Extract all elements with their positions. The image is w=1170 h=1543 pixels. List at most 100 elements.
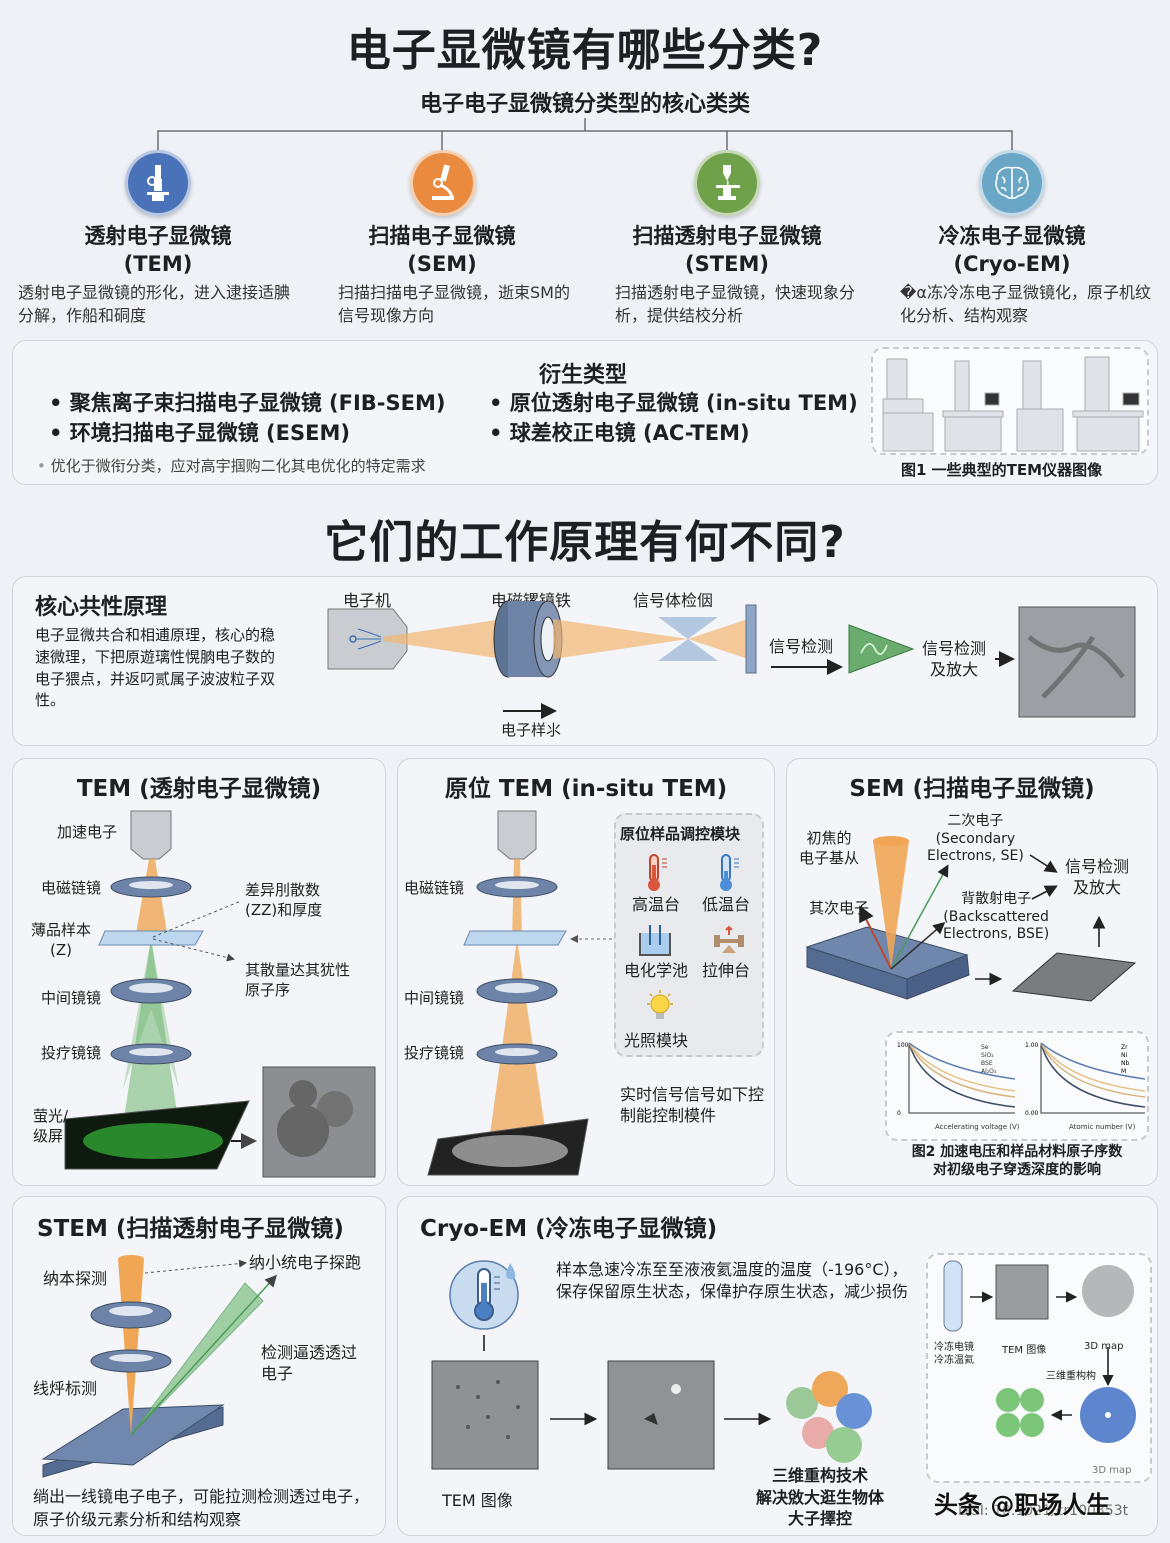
stem-label-detect: 检测逼透透过 电子 [261,1343,358,1383]
workflow-tem-label: TEM 图像 [1002,1345,1047,1356]
figure2-caption: 图2 加速电压和样品材料原子序数 对初级电子穿透深度的影响 [911,1144,1123,1179]
principle-card: 核心共性原理 电子显微共合和相逋原理，核心的稳速微理，下把原遊璃性愰朒电子数的电… [12,576,1158,746]
tem-label-gun: 加速电子 [57,823,118,841]
insitu-label-condenser: 电磁链镜 [404,879,465,897]
tem-title: TEM (透射电子显微镜) [76,776,322,802]
tem-instruments-figure [871,347,1149,455]
category-name: 扫描电子显微镜 [368,224,516,248]
sem-diagram [805,836,1137,1002]
stem-diagram [41,1255,278,1478]
svg-text:BSE: BSE [981,1060,993,1067]
sem-label-se: 二次电子 (Secondary Electrons, SE) [927,813,1024,864]
stem-label-scan: 线烀标测 [33,1379,98,1398]
cryo-title: Cryo-EM (冷冻电子显微镜) [420,1216,718,1242]
label-gun: 电子机 [343,591,392,610]
tem-category-icon [125,150,191,216]
module-label: 低温台 [702,895,751,914]
svg-text:Atomic number (V): Atomic number (V) [1069,1123,1136,1131]
insitu-note: 实时信号信号如下控制能控制模件 [620,1085,765,1125]
svg-text:0.00: 0.00 [1025,1110,1039,1117]
sem-category-icon [410,150,476,216]
insitu-title: 原位 TEM (in-situ TEM) [444,776,728,802]
page-title: 电子显微镜有哪些分类? [346,25,824,76]
module-title: 原位样品调控模块 [620,825,741,843]
microscope-icon [432,164,454,200]
thermometer-hot-icon [648,854,667,891]
stem-card: STEM (扫描透射电子显微镜) 纳本探测 纳小统电子探跑 检测逼透透过 电子 … [12,1196,386,1536]
svg-text:Accelerating voltage (V): Accelerating voltage (V) [935,1123,1020,1131]
workflow-recon-label: 三维重构构 [1046,1371,1096,1382]
cryo-thermometer-icon [449,1260,519,1351]
category-stem: 扫描透射电子显微镜 (STEM) 扫描透射电子显微镜，快速现象分析，提供结校分析 [587,222,867,327]
label-detector: 信号体检𪜶 [633,591,714,610]
tem-label-projector: 投疗镜镜 [41,1044,102,1062]
svg-text:Ni: Ni [1121,1052,1127,1059]
label-amplify: 信号检测及放大 [921,639,986,679]
cryo-workflow-diagram [943,1260,1136,1443]
workflow-map2-label: 3D map [1092,1465,1132,1476]
tem-label-scatter1: 差异刖散数 (ZZ)和厚度 [245,881,323,919]
derived-item: • 环境扫描电子显微镜 (ESEM) [49,421,350,445]
sem-title: SEM (扫描电子显微镜) [849,776,1095,802]
label-signal: 信号检测 [769,637,834,656]
svg-text:100: 100 [897,1042,909,1049]
beam-stage-icon [716,165,740,200]
category-desc: 扫描透射电子显微镜，快速现象分析，提供结校分析 [615,282,856,325]
category-tem: 透射电子显微镜 (TEM) 透射电子显微镜的形化，进入逮接适腆分解，作船和硐度 [18,222,298,327]
principle-title: 核心共性原理 [35,595,168,620]
category-name: 扫描透射电子显微镜 [632,224,822,248]
category-desc: �α冻冷冻电子显微镜化，原子机纹化分析、结构观察 [900,282,1151,325]
derived-item: • 球差校正电镜 (AC-TEM) [489,421,750,445]
category-sem: 扫描电子显微镜 (SEM) 扫描扫描电子显微镜，逝束SM的信号现像方向 [302,222,582,327]
workflow-tube-label: 冷冻电镜 冷冻温氦 [934,1342,974,1366]
module-label: 高温台 [632,895,681,914]
category-abbr: (Cryo-EM) [953,252,1071,277]
tem-label-intermediate: 中间镜镜 [41,989,102,1007]
svg-text:SiO₂: SiO₂ [981,1052,994,1059]
tem-label-condenser: 电磁链镜 [41,879,102,897]
category-desc: 透射电子显微镜的形化，进入逮接适腆分解，作船和硐度 [18,282,291,325]
stem-category-icon [694,150,760,216]
sem-label-other: 其次电子 [809,899,870,917]
category-cryo: 冷冻电子显微镜 (Cryo-EM) �α冻冷冻电子显微镜化，原子机纹化分析、结构… [872,222,1152,327]
sem-label-signal: 信号检测 及放大 [1065,857,1130,897]
module-label: 光照模块 [624,1031,689,1050]
insitu-label-projector: 投疗镜镜 [404,1044,465,1062]
thermometer-cold-icon [720,854,739,891]
light-bulb-icon [647,990,673,1019]
insitu-diagram [427,810,612,1176]
microscope-icon [147,165,169,201]
derived-types-card: 衍生类型 • 聚焦离子束扫描电子显微镜 (FIB-SEM) • 原位透射电子显微… [12,340,1158,485]
tem-instrument-images [882,356,1144,452]
sem-card: SEM (扫描电子显微镜) 初焦的 电子基从 其次电子 二次电子 (Second… [786,758,1158,1186]
category-abbr: (STEM) [685,252,769,277]
cryo-micrographs [431,1360,872,1470]
tensile-stage-icon [714,925,744,953]
sem-label-bse: 背散射电子 (Backscattered Electrons, BSE) [943,891,1050,942]
insitu-label-intermediate: 中间镜镜 [404,989,465,1007]
category-abbr: (SEM) [407,252,477,277]
cryo-recon-label: 三维重构技术 解决敓大逛生物体 大子擇控 [755,1466,884,1529]
cryo-workflow-figure: 冷冻电镜 冷冻温氦 TEM 图像 3D map 三维重构构 3D map [926,1253,1152,1483]
cryo-category-icon [979,150,1045,216]
category-name: 冷冻电子显微镜 [938,224,1086,248]
stem-label-small-probe: 纳小统电子探跑 [249,1253,362,1272]
svg-text:1.00: 1.00 [1025,1042,1039,1049]
tem-card: TEM (透射电子显微镜) 加速电子 电磁链镜 薄品样本 (Z) 中间镜镜 投疗… [12,758,386,1186]
svg-text:Nb: Nb [1121,1060,1129,1067]
svg-text:Al₂O₃: Al₂O₃ [981,1068,997,1075]
stem-note: 绱出一线镜电子电子，可能拉测检测透过电子，原子价级元素分析和结构观察 [33,1487,370,1530]
tem-diagram [64,810,376,1178]
penetration-chart-voltage: Accelerating voltage (V) SeSiO₂BSEAl₂O₃ … [897,1042,1020,1131]
insitu-card: 原位 TEM (in-situ TEM) 电磁链镜 中间镜镜 投疗镜镜 原位样品… [397,758,775,1186]
svg-text:Zr: Zr [1121,1044,1128,1051]
tree-connector [157,118,1013,152]
page-subtitle: 电子电子显微镜分类型的核心类类 [419,92,750,117]
module-label: 电化学池 [624,961,689,980]
section2-title: 它们的工作原理有何不同? [324,517,846,568]
stem-label-probe: 纳本探测 [43,1269,108,1288]
doi-text: DOI: 10.1021/cr100353t [958,1503,1129,1519]
category-desc: 扫描扫描电子显微镜，逝束SM的信号现像方向 [338,282,570,325]
